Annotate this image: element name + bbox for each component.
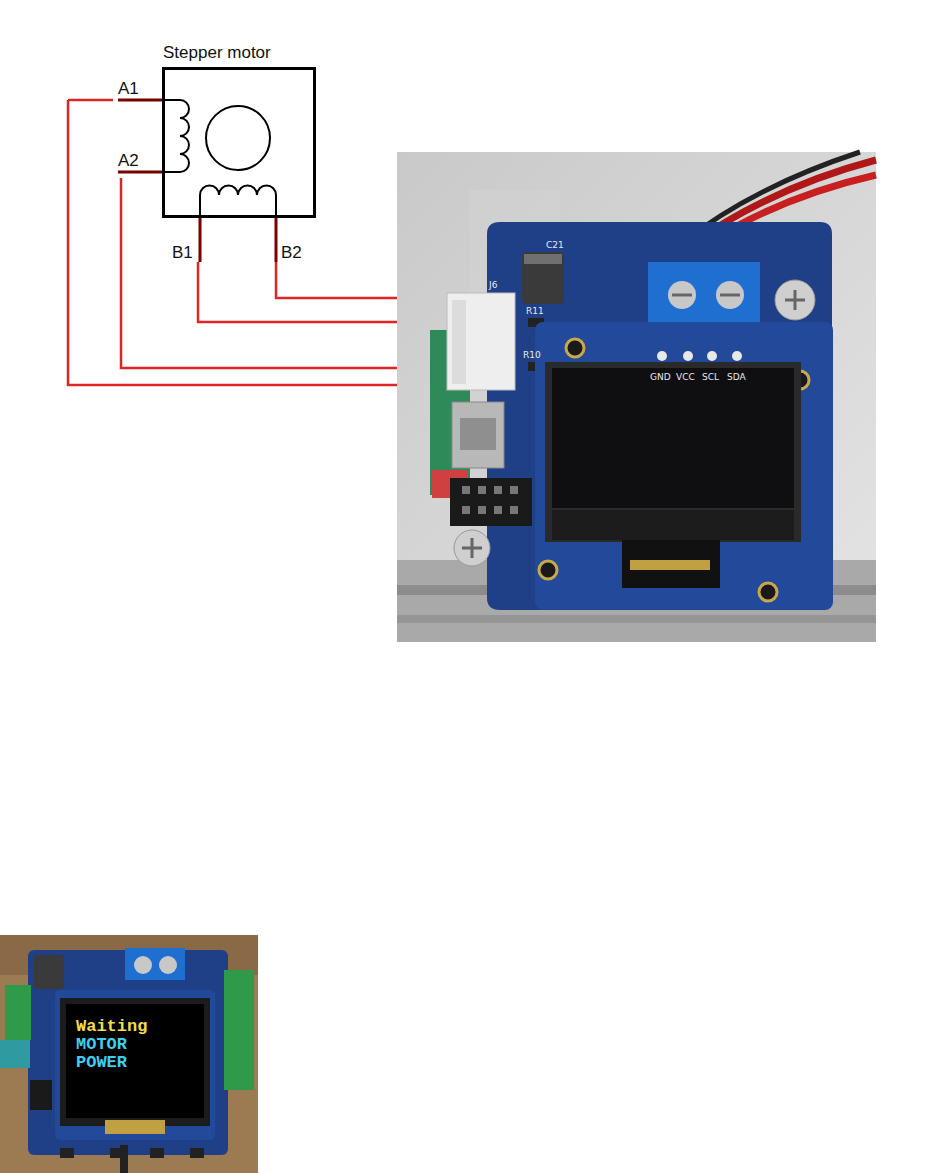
pin-label: B1	[172, 244, 193, 261]
oled-screen: WaitingMOTORPOWER	[66, 1004, 204, 1118]
silkscreen-text: R10	[523, 350, 541, 360]
screen-line: MOTOR	[76, 1036, 194, 1054]
pin-label: A2	[118, 152, 139, 169]
display-photo	[0, 935, 258, 1173]
silkscreen-text: GND	[650, 372, 671, 382]
pin-label: B2	[281, 244, 302, 261]
motor-title: Stepper motor	[163, 43, 271, 63]
silkscreen-text: SDA	[727, 372, 746, 382]
board-photo	[397, 152, 876, 642]
silkscreen-text: R11	[526, 306, 544, 316]
silkscreen-text: C21	[546, 240, 564, 250]
silkscreen-text: J6	[489, 280, 497, 290]
silkscreen-text: SCL	[702, 372, 719, 382]
screen-line: Waiting	[76, 1018, 194, 1036]
screen-line: POWER	[76, 1054, 194, 1072]
motor-box: Stepper motor	[162, 67, 316, 218]
pin-label: A1	[118, 80, 139, 97]
motor-symbol	[118, 100, 276, 262]
silkscreen-text: VCC	[676, 372, 695, 382]
